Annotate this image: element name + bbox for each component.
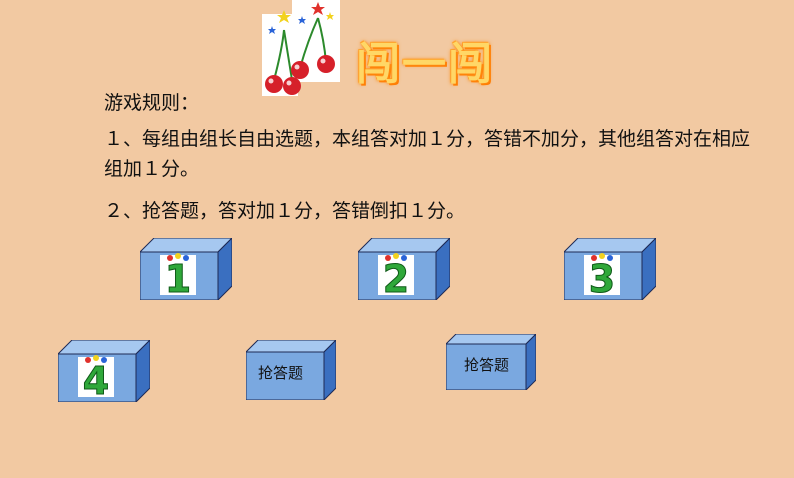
quick-answer-label-1: 抢答题	[258, 364, 304, 382]
box-number-4: 4	[83, 359, 109, 402]
box-number-1: 1	[165, 257, 191, 300]
cherry-stars-icon	[262, 0, 340, 102]
box-number-3: 3	[589, 257, 615, 300]
page-title: 闯一闯	[356, 39, 494, 90]
question-box-4[interactable]: 4	[58, 340, 150, 402]
question-box-3[interactable]: 3	[564, 238, 656, 300]
quick-answer-label-2: 抢答题	[464, 356, 510, 374]
rules-heading: 游戏规则：	[104, 92, 200, 114]
quick-answer-box-1[interactable]: 抢答题	[246, 340, 336, 400]
question-box-1[interactable]: 1	[140, 238, 232, 300]
question-box-2[interactable]: 2	[358, 238, 450, 300]
rule-1: １、每组由组长自由选题，本组答对加１分，答错不加分，其他组答对在相应组加１分。	[104, 128, 751, 180]
box-number-2: 2	[383, 257, 409, 300]
quick-answer-box-2[interactable]: 抢答题	[446, 334, 536, 390]
rule-2: ２、抢答题，答对加１分，答错倒扣１分。	[104, 200, 466, 222]
